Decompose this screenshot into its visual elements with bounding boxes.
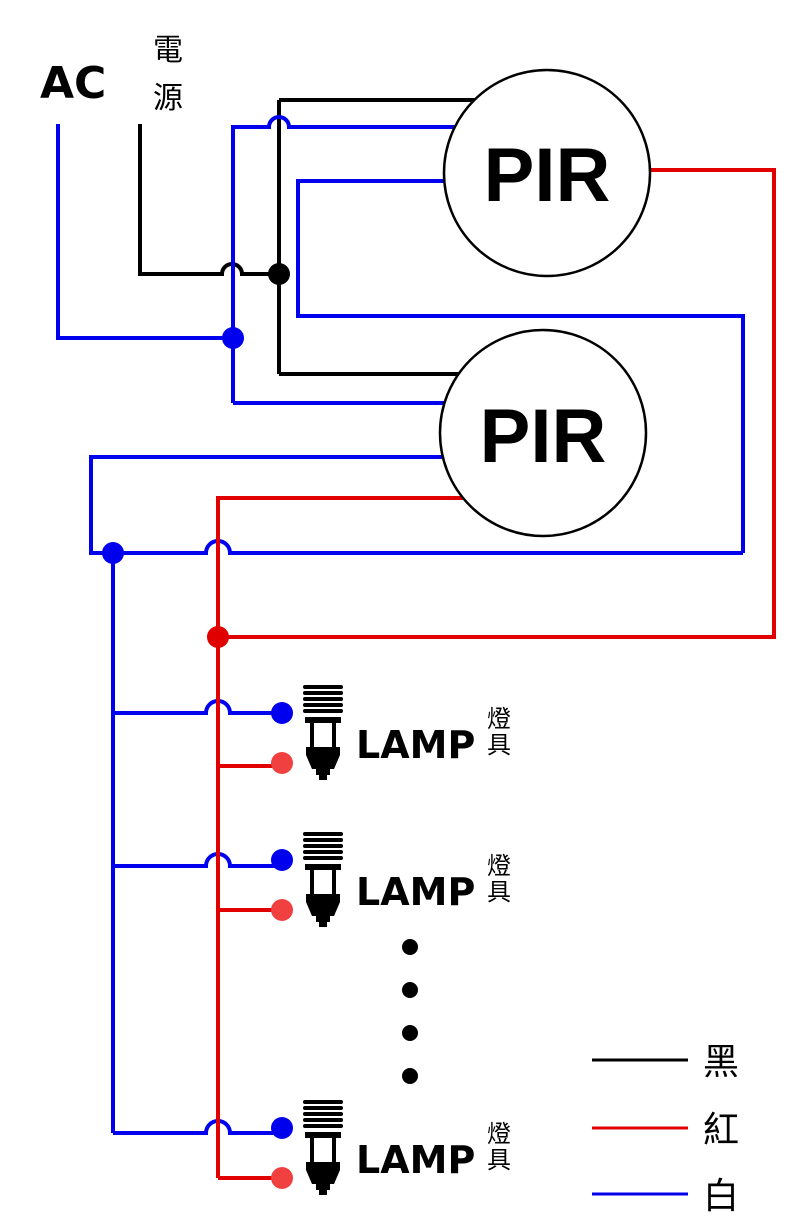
black-wires	[138, 98, 478, 376]
lamp-label: LAMP	[356, 870, 475, 914]
blue-junction-dot-bus	[102, 542, 124, 564]
lamp-red-terminal	[271, 752, 293, 774]
legend-black-label: 黑	[703, 1042, 739, 1083]
blue-branch-lamp2	[113, 852, 282, 868]
legend-blue-label: 白	[703, 1176, 739, 1217]
lamp-red-terminal	[271, 899, 293, 921]
lamp-1: LAMP 燈具	[271, 685, 511, 780]
more-lamps-ellipsis	[402, 939, 418, 1084]
lamp-2: LAMP 燈具	[271, 832, 511, 927]
light-bulb-icon	[303, 832, 343, 927]
legend: 黑 紅 白	[592, 1042, 739, 1217]
blue-junction-dot-ac	[222, 327, 244, 349]
lamp-red-terminal	[271, 1167, 293, 1189]
pir-sensor-2: PIR	[438, 328, 648, 538]
lamp-cjk-label: 燈具	[487, 1120, 511, 1174]
blue-wire-pir1-in	[231, 115, 455, 403]
blue-wires	[56, 115, 745, 1135]
lamp-blue-terminal	[271, 702, 293, 724]
pir-2-circle	[438, 328, 648, 538]
lamp-cjk-label: 燈具	[487, 705, 511, 759]
blue-bus-horizontal	[113, 539, 743, 555]
blue-wire-pir1-out	[296, 179, 745, 553]
pir-2-label: PIR	[480, 394, 607, 479]
light-bulb-icon	[303, 1100, 343, 1195]
black-junction-dot	[268, 263, 290, 285]
blue-branch-lamp3	[113, 1119, 282, 1135]
legend-red-label: 紅	[703, 1110, 739, 1151]
lamp-label: LAMP	[356, 1138, 475, 1182]
lamp-label: LAMP	[356, 723, 475, 767]
lamp-cjk-label: 燈具	[487, 852, 511, 906]
black-wire-source	[138, 124, 279, 276]
lamp-blue-terminal	[271, 1117, 293, 1139]
red-wire-pir1	[218, 168, 776, 639]
red-wire-pir2-trunk	[216, 496, 463, 1178]
pir-1-label: PIR	[484, 133, 611, 218]
pir-1-circle	[442, 68, 652, 278]
red-junction-dot	[207, 626, 229, 648]
ac-label: AC	[40, 58, 106, 109]
lamp-3: LAMP 燈具	[271, 1100, 511, 1195]
pir-sensor-1: PIR	[442, 68, 652, 278]
power-source-label: 電 源	[153, 33, 193, 116]
light-bulb-icon	[303, 685, 343, 780]
red-wires	[216, 168, 776, 1180]
blue-wire-pir2-out	[89, 455, 448, 555]
blue-wire-ac	[56, 124, 233, 340]
lamp-blue-terminal	[271, 849, 293, 871]
blue-branch-lamp1	[113, 699, 282, 715]
lamps: LAMP 燈具 LAMP 燈具 LAMP 燈具	[271, 685, 511, 1195]
